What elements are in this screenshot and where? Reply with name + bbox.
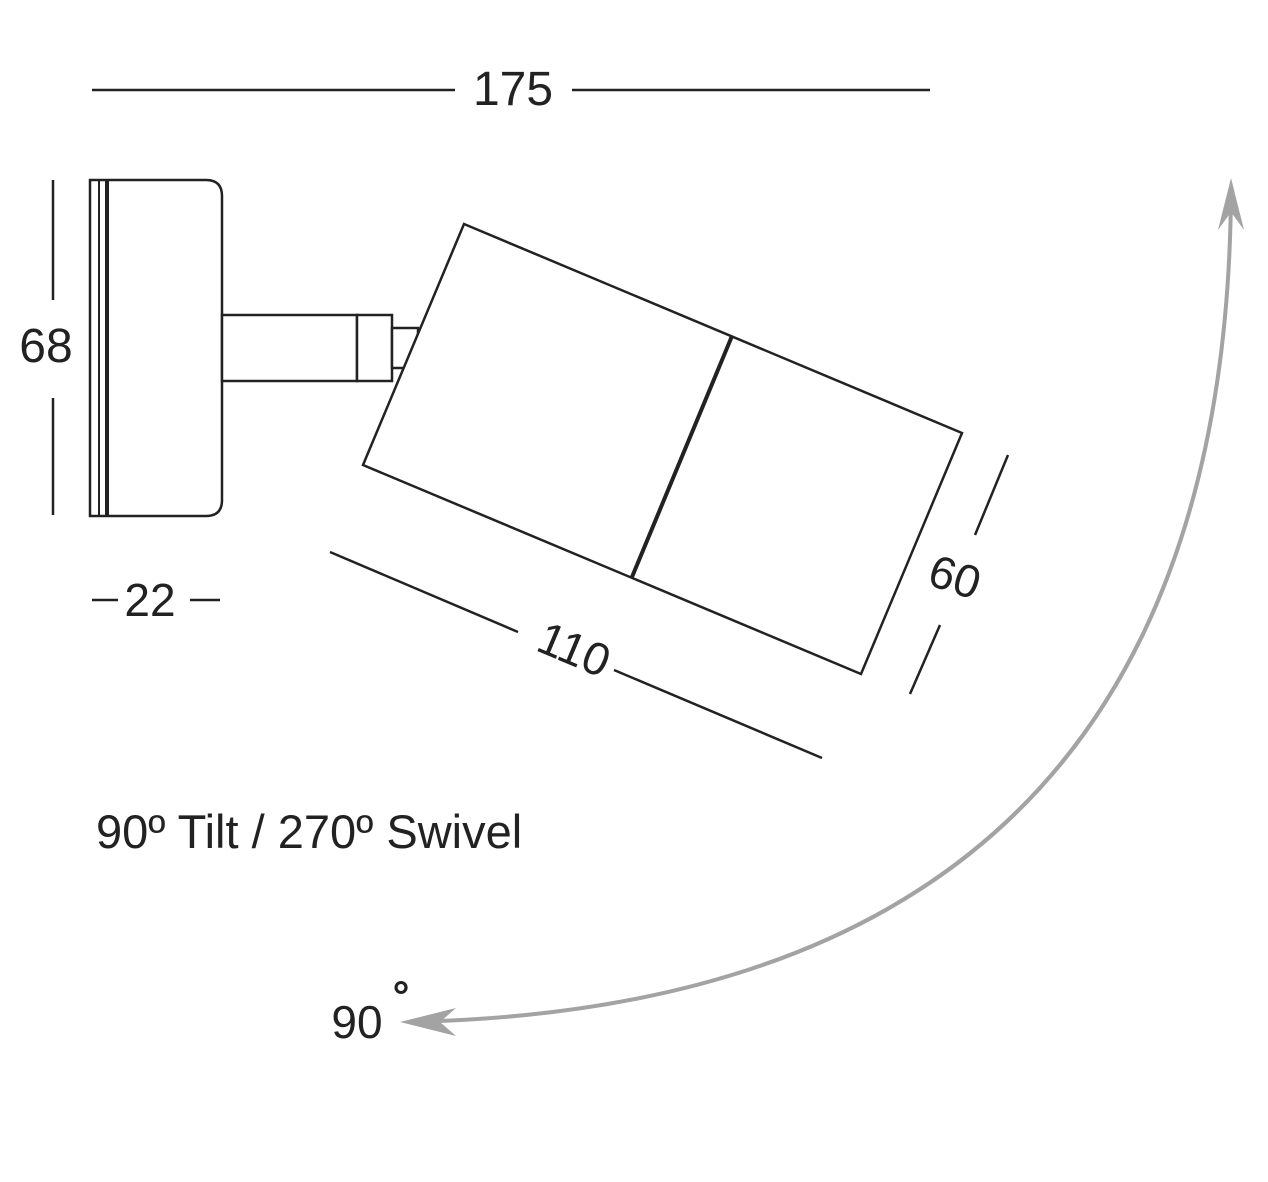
dimension-line-right — [613, 668, 823, 760]
lamp-head-divider — [630, 335, 734, 578]
head-diameter-label: 60 — [923, 544, 988, 609]
tilt-arc-line — [407, 187, 1233, 1024]
dimension-line-bottom — [908, 624, 942, 695]
tilt-swivel-caption: 90º Tilt / 270º Swivel — [96, 805, 523, 858]
head-length-label: 110 — [530, 611, 618, 687]
base-height-label: 68 — [19, 320, 72, 373]
wall-base-plate — [88, 178, 224, 518]
degree-symbol: ° — [393, 972, 410, 1019]
base-height-dimension: 68 — [19, 180, 73, 515]
base-depth-dimension: 22 — [92, 574, 220, 626]
tilt-arrow-up-icon — [1218, 178, 1244, 230]
tilt-arrow-left-icon — [400, 1008, 456, 1036]
total-width-dimension: 175 — [92, 63, 930, 116]
base-depth-label: 22 — [124, 574, 175, 626]
dimension-line-top — [973, 454, 1010, 536]
tilt-angle-label: 90 — [331, 996, 382, 1048]
total-width-label: 175 — [473, 63, 553, 116]
dimension-line-left — [329, 550, 519, 634]
tilt-arc: 90 ° — [331, 178, 1244, 1048]
lamp-head — [361, 222, 964, 676]
mounting-arm — [220, 313, 420, 383]
